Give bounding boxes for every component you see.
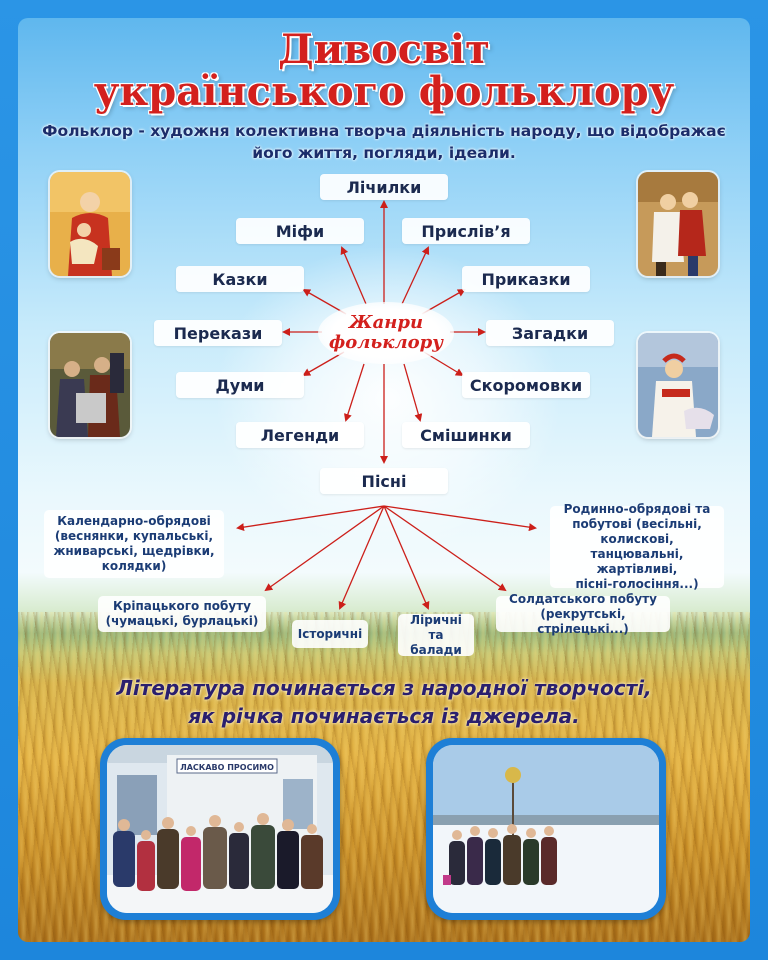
song-soldier-line2: (рекрутські, стрілецькі...) [537, 606, 629, 636]
illustration-mother-child-image [50, 172, 130, 276]
genre-perekazy: Перекази [154, 320, 282, 346]
quote-line1: Література починається з народної творчо… [116, 676, 652, 700]
song-calendar-line2: (веснянки, купальські, [54, 529, 214, 543]
quote-line2: як річка починається із джерела. [188, 704, 580, 728]
photo-carolers-snow-image [433, 745, 659, 913]
song-serf-line2: (чумацькі, бурлацькі) [105, 614, 259, 628]
song-lyrical-line1: Ліричні [410, 612, 462, 627]
genre-smishynky: Смішинки [402, 422, 530, 448]
photo-carolers-house-image: ЛАСКАВО ПРОСИМО [107, 745, 333, 913]
definition-line2: його життя, погляди, ідеали. [252, 144, 516, 162]
center-genres-of-folklore: Жанри фольклору [318, 302, 454, 364]
illustration-woman-cradle [638, 333, 718, 437]
song-family-line3: колискові, танцювальні, [590, 532, 684, 561]
song-family-line4: жартівливі, [596, 562, 678, 576]
photo-carolers-snow-frame [433, 745, 659, 913]
definition-line1: Фольклор - художня колективна творча дія… [42, 122, 726, 140]
center-line1: Жанри [348, 312, 424, 333]
song-type-lyrical: Ліричні та балади [398, 612, 474, 657]
genre-prykazky: Приказки [462, 266, 590, 292]
song-calendar-line3: жниварські, щедрівки, [53, 544, 215, 558]
song-lyrical-line2: та балади [410, 627, 462, 657]
song-type-historical: Історичні [292, 620, 368, 648]
illustration-couple-dance [638, 172, 718, 276]
illustration-cossacks-image [50, 333, 130, 437]
song-type-soldier: Солдатського побуту (рекрутські, стрілец… [496, 592, 670, 636]
song-family-line1: Родинно-обрядові та [563, 502, 711, 516]
song-calendar-line1: Календарно-обрядові [57, 514, 211, 528]
genre-zahadky: Загадки [486, 320, 614, 346]
genre-mify: Міфи [236, 218, 364, 244]
sun-glow [218, 248, 558, 548]
song-serf-line1: Кріпацького побуту [113, 599, 251, 613]
illustration-cossacks [50, 333, 130, 437]
song-soldier-line1: Солдатського побуту [509, 591, 657, 606]
song-type-calendar: Календарно-обрядові (веснянки, купальськ… [44, 510, 224, 578]
song-type-serf: Кріпацького побуту (чумацькі, бурлацькі) [98, 596, 266, 632]
center-line2: фольклору [328, 332, 443, 353]
illustration-mother-child [50, 172, 130, 276]
poster-title-line2: українського фольклору [93, 68, 675, 115]
genre-skoromovky: Скоромовки [462, 372, 590, 398]
illustration-couple-dance-image [638, 172, 718, 276]
poster-title-line1: Дивосвіт [278, 26, 490, 73]
genre-pryslivya: Прислів’я [402, 218, 530, 244]
genre-dumy: Думи [176, 372, 304, 398]
genre-kazky: Казки [176, 266, 304, 292]
illustration-woman-cradle-image [638, 333, 718, 437]
photo-carolers-snow [426, 738, 666, 920]
welcome-sign-text: ЛАСКАВО ПРОСИМО [180, 763, 274, 772]
photo-carolers-house: ЛАСКАВО ПРОСИМО [100, 738, 340, 920]
photo-carolers-house-frame: ЛАСКАВО ПРОСИМО [107, 745, 333, 913]
song-family-line2: побутові (весільні, [572, 517, 702, 531]
genre-pisni: Пісні [320, 468, 448, 494]
song-family-line5: пісні-голосіння...) [575, 577, 699, 591]
genre-lehendy: Легенди [236, 422, 364, 448]
song-type-family: Родинно-обрядові та побутові (весільні, … [550, 502, 724, 591]
genre-lichylky: Лічилки [320, 174, 448, 200]
song-calendar-line4: колядки) [101, 559, 167, 573]
folklore-definition: Фольклор - художня колективна творча дія… [30, 120, 738, 164]
song-historical-line1: Історичні [297, 626, 363, 641]
